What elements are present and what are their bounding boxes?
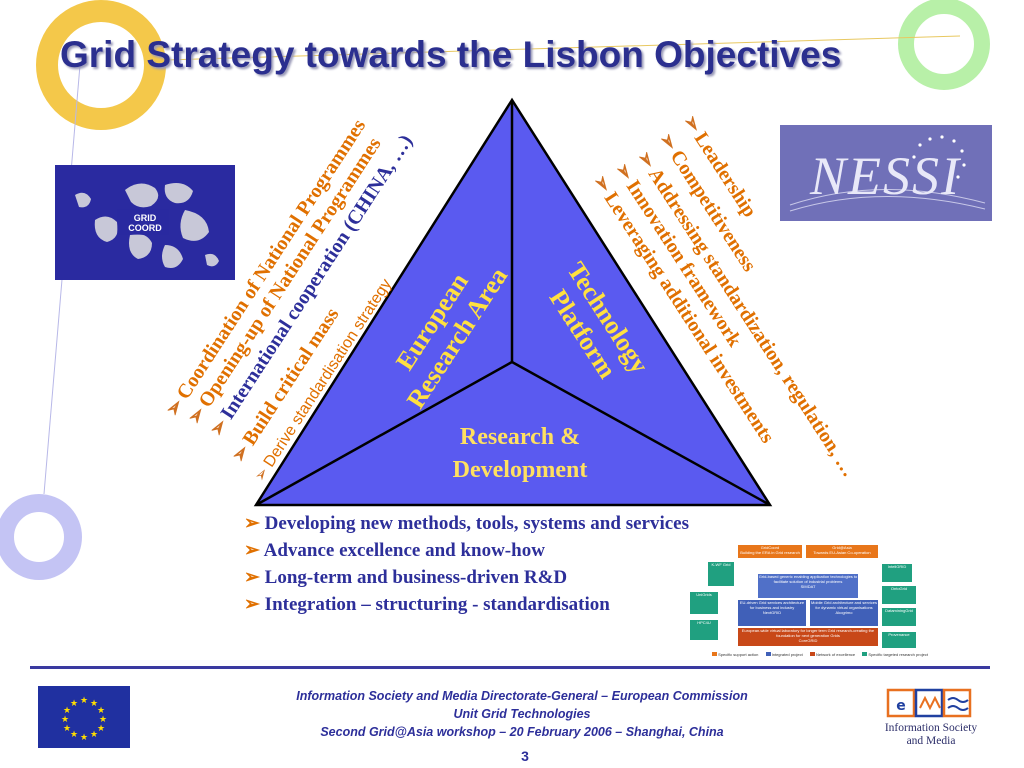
ism-logo: e Information Society and Media	[876, 686, 986, 752]
box-side-left-2: UniGrids	[690, 592, 718, 614]
svg-text:★: ★	[70, 699, 78, 709]
bullet-list: ➢ Developing new methods, tools, systems…	[244, 512, 689, 620]
box-nextgrid: EU-driven Grid services architecture for…	[738, 600, 806, 626]
arrow-bullet-icon: ➢	[244, 567, 265, 588]
svg-text:e: e	[896, 698, 906, 714]
bullet-item: ➢ Long-term and business-driven R&D	[244, 567, 568, 588]
bullet-item: ➢ Integration – structuring - standardis…	[244, 594, 610, 615]
arrow-bullet-icon: ➢	[244, 594, 265, 615]
svg-text:★: ★	[80, 696, 88, 706]
svg-text:★: ★	[99, 715, 107, 725]
box-side-right-2: OntoGrid	[882, 586, 916, 604]
gridcoord-logo: GRID COORD	[55, 165, 235, 280]
nessi-logo-text: NESSI	[810, 146, 961, 206]
svg-text:★: ★	[97, 706, 105, 716]
diagram-legend: Specific support action Integrated proje…	[712, 652, 928, 657]
europe-map-icon	[75, 183, 219, 268]
svg-text:★: ★	[80, 733, 88, 743]
svg-text:★: ★	[63, 724, 71, 734]
box-simdat: Grid-based generic enabling application …	[758, 574, 858, 598]
svg-text:★: ★	[90, 730, 98, 740]
triangle-divider	[511, 360, 771, 507]
svg-text:★: ★	[63, 706, 71, 716]
ism-icon: e	[886, 688, 972, 718]
footer-line-1: Information Society and Media Directorat…	[296, 689, 748, 703]
box-side-left-3: HPC4U	[690, 620, 718, 640]
eu-stars-icon: ★★★ ★★★ ★★★ ★★★	[61, 696, 107, 743]
footer-line-2: Unit Grid Technologies	[453, 707, 591, 721]
triangle-divider	[255, 360, 513, 507]
box-coregrid: European-wide virtual laboratory for lon…	[738, 628, 878, 646]
arrow-bullet-icon: ➢	[244, 540, 264, 561]
box-side-right-4: Provenance	[882, 632, 916, 648]
stars-icon	[789, 135, 986, 212]
arrow-bullet-icon: ➢	[244, 513, 265, 534]
svg-text:★: ★	[97, 724, 105, 734]
label-research-development: Research & Development	[452, 424, 588, 483]
svg-text:★: ★	[90, 699, 98, 709]
svg-text:★: ★	[61, 715, 69, 725]
box-side-left-1: K-WF Grid	[708, 562, 734, 586]
ism-logo-text: Information Society and Media	[884, 722, 978, 747]
page-title: Grid Strategy towards the Lisbon Objecti…	[60, 34, 842, 75]
box-side-right-1: InteliGRID	[882, 564, 912, 582]
bullet-item: ➢ Developing new methods, tools, systems…	[244, 513, 689, 534]
bullet-item: ➢ Advance excellence and know-how	[244, 540, 545, 561]
footer-divider	[30, 666, 990, 669]
box-side-right-3: DataminingGrid	[882, 608, 916, 626]
box-akogrimo: Mobile Grid architecture and services fo…	[810, 600, 878, 626]
svg-text:★: ★	[70, 730, 78, 740]
eu-flag-logo: ★★★ ★★★ ★★★ ★★★	[38, 686, 130, 748]
gridcoord-logo-text: GRID COORD	[128, 213, 162, 233]
page-number: 3	[521, 748, 529, 764]
nessi-logo: NESSI	[780, 125, 992, 221]
footer-line-3: Second Grid@Asia workshop – 20 February …	[320, 725, 724, 739]
